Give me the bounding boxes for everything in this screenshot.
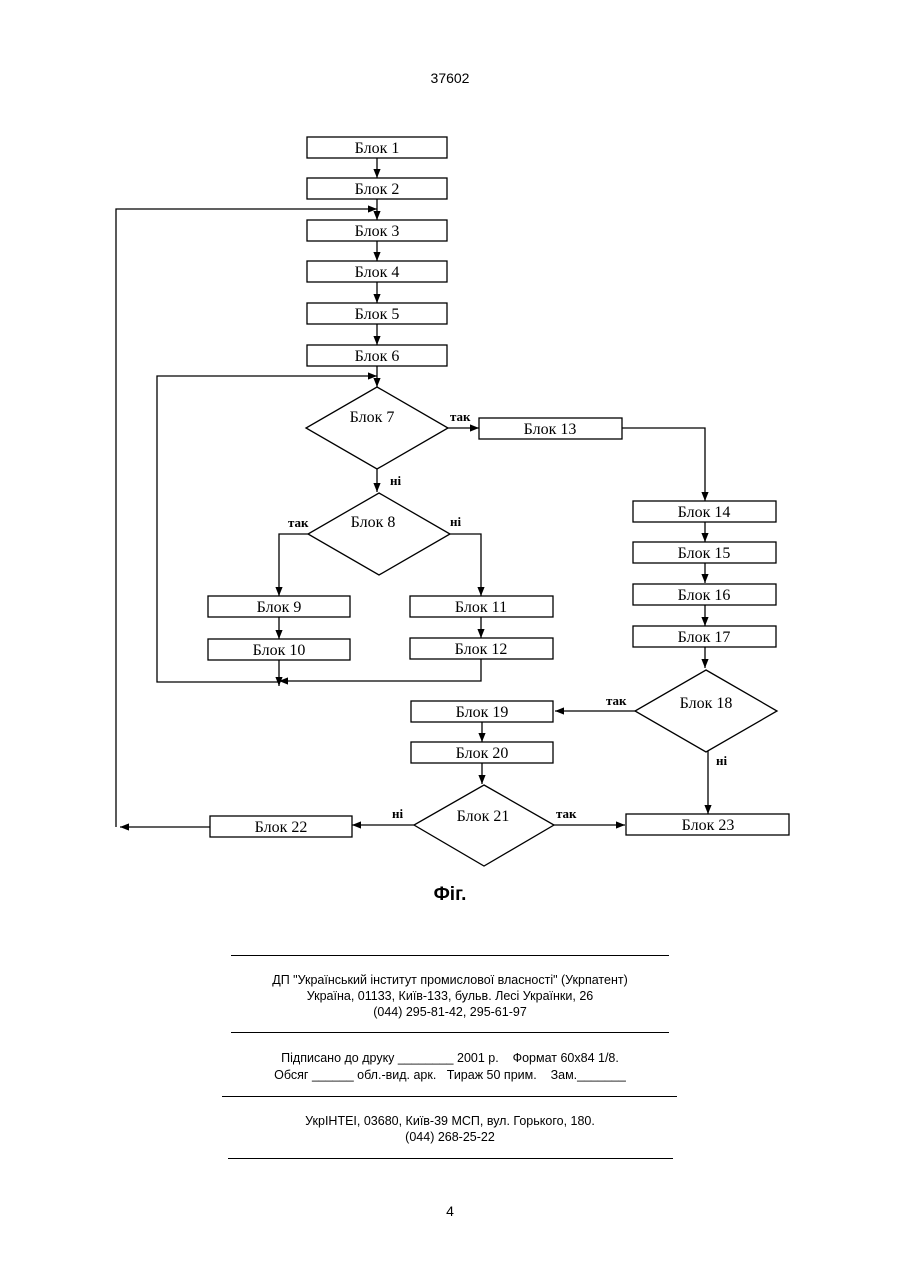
block-10-label: Блок 10 xyxy=(253,642,306,659)
block-19-label: Блок 19 xyxy=(456,704,509,721)
block-18-no-label: ні xyxy=(716,753,727,768)
divider xyxy=(231,955,669,956)
block-8-no-label: ні xyxy=(450,514,461,529)
block-9-label: Блок 9 xyxy=(257,599,302,616)
figure-caption: Фіг. xyxy=(0,884,900,906)
block-23-label: Блок 23 xyxy=(682,817,735,834)
edge-b12-merge xyxy=(279,659,481,681)
edge-b8-b9 xyxy=(279,534,308,596)
block-11-label: Блок 11 xyxy=(455,599,507,616)
imprint-org-line-2: Україна, 01133, Київ-133, бульв. Лесі Ук… xyxy=(0,988,900,1004)
block-2-label: Блок 2 xyxy=(355,181,400,198)
imprint-printer-line-2: (044) 268-25-22 xyxy=(0,1129,900,1145)
block-7-yes-label: так xyxy=(450,409,471,424)
block-8-yes-label: так xyxy=(288,515,309,530)
imprint-printer-line-1: УкрІНТЕІ, 03680, Київ-39 МСП, вул. Горьк… xyxy=(0,1113,900,1129)
imprint-print-line-1: Підписано до друку ________ 2001 р. Форм… xyxy=(0,1050,900,1066)
divider xyxy=(231,1032,669,1033)
flowchart: Блок 1 Блок 2 Блок 3 Блок 4 Блок 5 Блок … xyxy=(0,0,900,880)
imprint-org-line-1: ДП "Український інститут промислової вла… xyxy=(0,972,900,988)
block-3-label: Блок 3 xyxy=(355,223,400,240)
divider xyxy=(228,1158,673,1159)
page-number: 4 xyxy=(0,1203,900,1219)
divider xyxy=(222,1096,677,1097)
block-8-label: Блок 8 xyxy=(351,514,396,531)
block-14-label: Блок 14 xyxy=(678,504,731,521)
block-18-yes-label: так xyxy=(606,693,627,708)
block-16-label: Блок 16 xyxy=(678,587,731,604)
block-8-decision xyxy=(308,493,450,575)
block-4-label: Блок 4 xyxy=(355,264,400,281)
imprint-org-line-3: (044) 295-81-42, 295-61-97 xyxy=(0,1004,900,1020)
block-13-label: Блок 13 xyxy=(524,421,577,438)
block-12-label: Блок 12 xyxy=(455,641,508,658)
block-1-label: Блок 1 xyxy=(355,140,400,157)
imprint-print-line-2: Обсяг ______ обл.-вид. арк. Тираж 50 при… xyxy=(0,1067,900,1083)
block-18-label: Блок 18 xyxy=(680,695,733,712)
block-5-label: Блок 5 xyxy=(355,306,400,323)
block-21-yes-label: так xyxy=(556,806,577,821)
block-7-label: Блок 7 xyxy=(350,409,395,426)
block-21-label: Блок 21 xyxy=(457,808,510,825)
block-17-label: Блок 17 xyxy=(678,629,731,646)
block-6-label: Блок 6 xyxy=(355,348,400,365)
block-20-label: Блок 20 xyxy=(456,745,509,762)
edge-b13-b14 xyxy=(622,428,705,501)
block-22-label: Блок 22 xyxy=(255,819,308,836)
block-7-no-label: ні xyxy=(390,473,401,488)
block-15-label: Блок 15 xyxy=(678,545,731,562)
block-21-decision xyxy=(414,785,554,866)
block-7-decision xyxy=(306,387,448,469)
block-21-no-label: ні xyxy=(392,806,403,821)
edge-b8-b11 xyxy=(450,534,481,596)
